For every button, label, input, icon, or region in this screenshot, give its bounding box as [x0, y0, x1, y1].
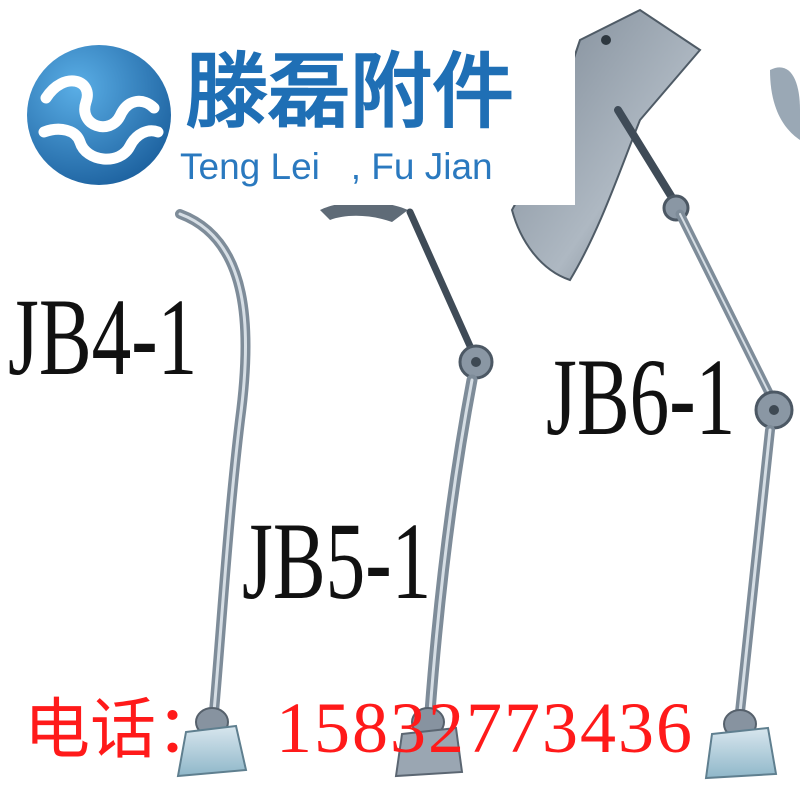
- phone-number: 15832773436: [276, 688, 694, 768]
- brand-logo: 滕磊附件 Teng Lei , Fu Jian: [0, 0, 575, 205]
- phone-label: 电话：: [24, 691, 222, 768]
- s-wave-logo-icon: [27, 45, 171, 185]
- model-label-jb4-1: JB4-1: [8, 276, 198, 398]
- brand-name-chinese: 滕磊附件: [186, 45, 515, 140]
- lamp-jb4-1: [175, 209, 251, 778]
- phone-contact: 电话： 15832773436: [24, 688, 694, 770]
- lamp-jb5-1: [320, 201, 494, 778]
- lamp-jb6-1: [510, 8, 800, 780]
- brand-name-english: Teng Lei , Fu Jian: [180, 146, 493, 187]
- model-label-jb6-1: JB6-1: [546, 336, 736, 458]
- model-label-jb5-1: JB5-1: [242, 500, 432, 622]
